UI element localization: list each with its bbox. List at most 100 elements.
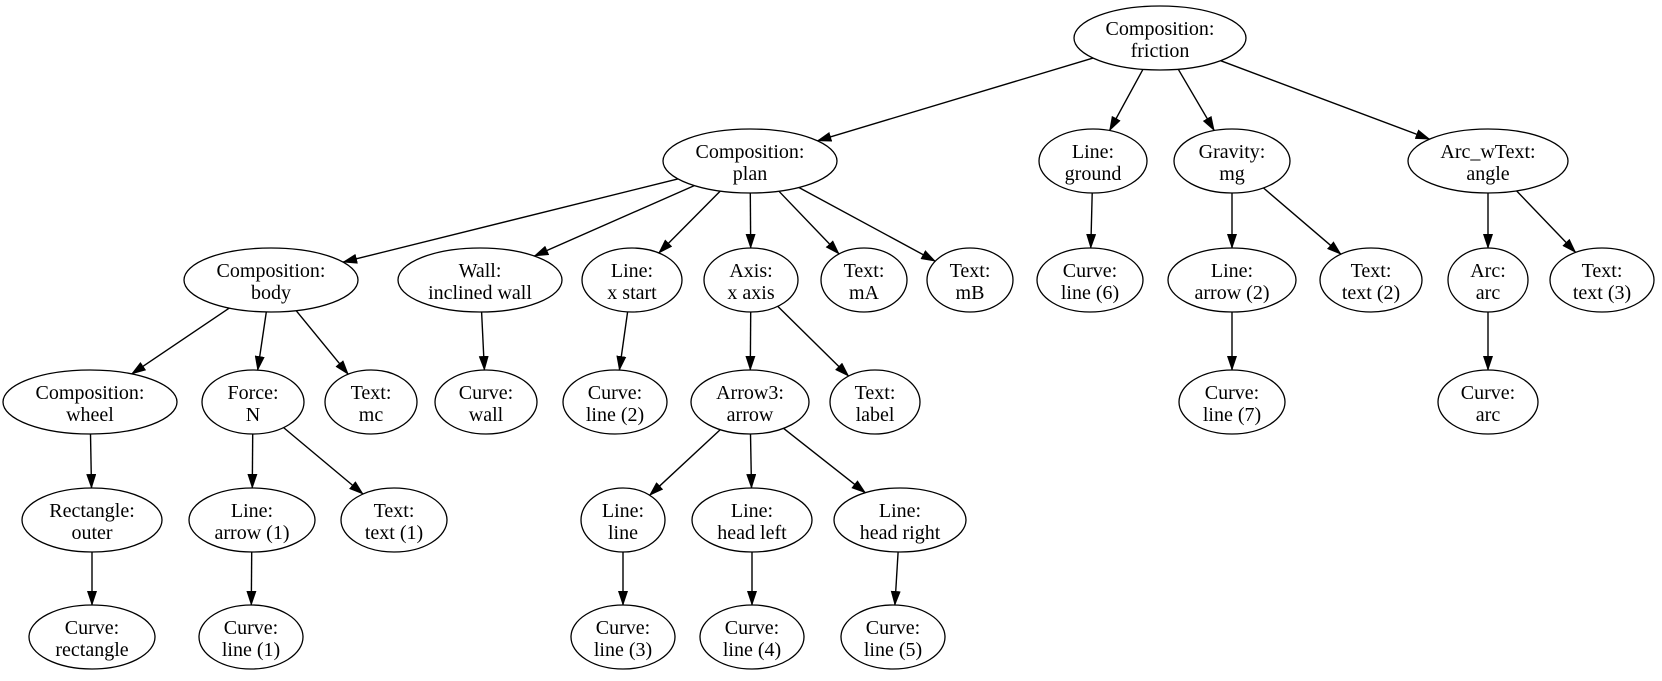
node-ellipse <box>198 604 304 670</box>
node-text-text-3: Text:text (3) <box>1549 247 1655 313</box>
node-ellipse <box>820 247 908 313</box>
node-name-label: N <box>246 404 260 426</box>
node-type-label: Line: <box>1072 141 1114 163</box>
node-curve-line-6: Curve:line (6) <box>1036 247 1144 313</box>
node-ellipse <box>699 604 805 670</box>
node-name-label: arc <box>1476 282 1501 304</box>
edge-gravity-mg-to-text-text-2 <box>1262 187 1342 255</box>
node-ellipse <box>434 369 538 435</box>
node-curve-line-7: Curve:line (7) <box>1178 369 1286 435</box>
node-ellipse <box>580 487 666 553</box>
node-ellipse <box>829 369 921 435</box>
node-curve-arc: Curve:arc <box>1437 369 1539 435</box>
node-line-arrow-1: Line:arrow (1) <box>188 487 316 553</box>
node-type-label: Line: <box>231 500 273 522</box>
node-name-label: plan <box>733 163 767 185</box>
node-name-label: rectangle <box>55 639 128 661</box>
node-ellipse <box>201 369 305 435</box>
node-ellipse <box>1073 5 1247 71</box>
node-name-label: mB <box>956 282 985 304</box>
node-ellipse <box>188 487 316 553</box>
node-name-label: text (3) <box>1573 282 1631 304</box>
node-ellipse <box>926 247 1014 313</box>
node-ellipse <box>1178 369 1286 435</box>
node-type-label: Text: <box>351 382 392 404</box>
node-name-label: line (2) <box>586 404 644 426</box>
edges-layer <box>86 57 1577 606</box>
node-type-label: Composition: <box>36 382 145 404</box>
node-ellipse <box>1036 247 1144 313</box>
node-type-label: Curve: <box>725 617 779 639</box>
node-name-label: mA <box>849 282 880 304</box>
node-name-label: x axis <box>727 282 774 304</box>
node-name-label: arrow (2) <box>1195 282 1270 304</box>
node-type-label: Line: <box>1211 260 1253 282</box>
edge-plan-to-text-ma <box>778 190 840 255</box>
node-name-label: head left <box>717 522 787 544</box>
node-type-label: Text: <box>844 260 885 282</box>
node-curve-line-5: Curve:line (5) <box>840 604 946 670</box>
node-ellipse <box>703 247 799 313</box>
node-arc-wtext-angle: Arc_wText:angle <box>1407 128 1569 194</box>
edge-line-ground-to-curve-line-6 <box>1086 192 1097 249</box>
node-gravity-mg: Gravity:mg <box>1173 128 1291 194</box>
node-ellipse <box>21 487 163 553</box>
node-ellipse <box>691 487 813 553</box>
edge-friction-to-line-ground <box>1108 69 1144 132</box>
node-name-label: line (7) <box>1203 404 1261 426</box>
node-type-label: Composition: <box>217 260 326 282</box>
edge-body-to-text-mc <box>295 310 349 375</box>
node-type-label: Curve: <box>1205 382 1259 404</box>
node-ellipse <box>1407 128 1569 194</box>
edge-body-to-wheel <box>130 307 230 375</box>
node-text-text-2: Text:text (2) <box>1319 247 1423 313</box>
node-name-label: line (5) <box>864 639 922 661</box>
node-type-label: Axis: <box>729 260 772 282</box>
node-curve-rectangle: Curve:rectangle <box>28 604 156 670</box>
node-name-label: body <box>251 282 291 304</box>
node-ellipse <box>833 487 967 553</box>
node-name-label: x start <box>607 282 657 304</box>
node-type-label: Rectangle: <box>49 500 135 522</box>
node-ellipse <box>1167 247 1297 313</box>
node-type-label: Line: <box>602 500 644 522</box>
node-ellipse <box>397 247 563 313</box>
node-text-label: Text:label <box>829 369 921 435</box>
edge-line-x-start-to-curve-line-2 <box>616 311 629 372</box>
node-name-label: mg <box>1219 163 1245 185</box>
edge-wall-inclined-to-curve-wall <box>478 311 489 371</box>
node-text-mb: Text:mB <box>926 247 1014 313</box>
node-name-label: angle <box>1466 163 1509 185</box>
node-line-head-left: Line:head left <box>691 487 813 553</box>
node-ellipse <box>570 604 676 670</box>
node-type-label: Wall: <box>459 260 502 282</box>
node-name-label: line (1) <box>222 639 280 661</box>
edge-plan-to-wall-inclined <box>533 184 695 257</box>
node-line-x-start: Line:x start <box>581 247 683 313</box>
node-type-label: Line: <box>731 500 773 522</box>
nodes-layer: Composition:frictionComposition:planLine… <box>2 5 1655 670</box>
node-arc-arc: Arc:arc <box>1447 247 1529 313</box>
node-type-label: Curve: <box>1063 260 1117 282</box>
edge-friction-to-plan <box>816 57 1094 142</box>
node-ellipse <box>690 369 810 435</box>
node-curve-line-2: Curve:line (2) <box>562 369 668 435</box>
node-ellipse <box>840 604 946 670</box>
node-curve-line-4: Curve:line (4) <box>699 604 805 670</box>
node-type-label: Composition: <box>1106 18 1215 40</box>
node-line-arrow-2: Line:arrow (2) <box>1167 247 1297 313</box>
edge-line-head-right-to-curve-line-5 <box>890 551 901 606</box>
node-type-label: Text: <box>1351 260 1392 282</box>
node-ellipse <box>183 247 359 313</box>
node-type-label: Curve: <box>65 617 119 639</box>
node-plan: Composition:plan <box>662 128 838 194</box>
node-body: Composition:body <box>183 247 359 313</box>
edge-body-to-force-n <box>254 311 267 372</box>
node-name-label: line <box>608 522 638 544</box>
node-type-label: Text: <box>950 260 991 282</box>
edge-friction-to-gravity-mg <box>1177 68 1215 132</box>
edge-wheel-to-rectangle-outer <box>86 433 97 489</box>
node-type-label: Gravity: <box>1199 141 1266 163</box>
node-name-label: head right <box>860 522 941 544</box>
